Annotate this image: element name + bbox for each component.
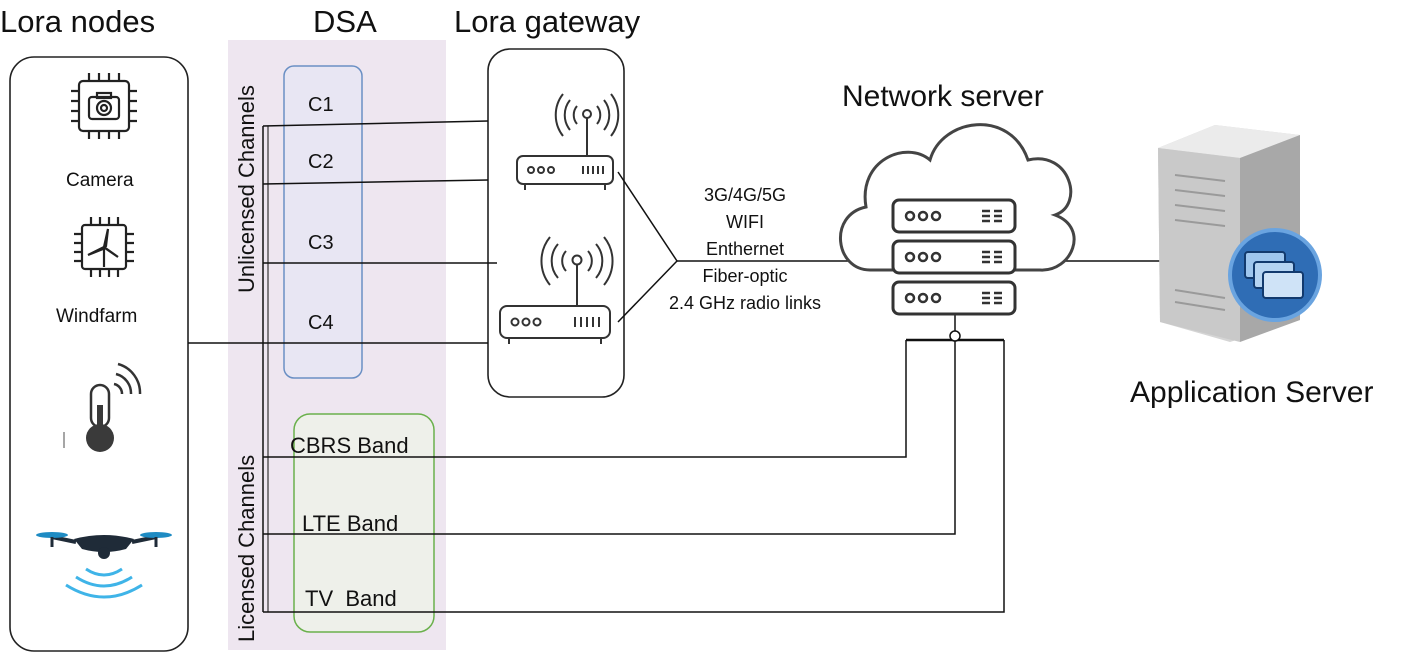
gw1-fan-line: [617, 171, 678, 262]
link-type-radio: 2.4 GHz radio links: [668, 293, 822, 313]
band-lte: LTE Band: [302, 511, 399, 536]
server-rack-icon: [891, 198, 1017, 316]
c2-link: [262, 179, 489, 185]
c1-link: [262, 120, 489, 127]
tv-link: [263, 340, 1005, 613]
thermometer-sensor-icon: [63, 362, 142, 452]
band-cbrs: CBRS Band: [290, 433, 409, 458]
lora-gateway-title: Lora gateway: [454, 4, 641, 39]
link-type-fiber: Fiber-optic: [702, 266, 788, 286]
unlicensed-channel-box: [283, 65, 363, 379]
junction-dot: [949, 330, 961, 342]
cbrs-link: [263, 340, 907, 458]
band-tv: TV Band: [305, 586, 397, 611]
licensed-band-box: [293, 413, 435, 633]
channel-c4: C4: [308, 312, 334, 334]
unlicensed-channels-label: Unlicensed Channels: [234, 85, 259, 293]
link-type-ethernet: Enthernet: [705, 239, 785, 259]
channel-c2: C2: [308, 151, 334, 173]
wind-turbine-chip-icon: [74, 217, 134, 277]
network-server-title: Network server: [842, 80, 1044, 113]
lte-link: [263, 335, 956, 535]
link-types-label: 3G/4G/5G WIFI Enthernet Fiber-optic 2.4 …: [640, 182, 850, 317]
dsa-title: DSA: [313, 4, 377, 39]
link-type-wifi: WIFI: [726, 212, 764, 232]
node-label-windfarm: Windfarm: [56, 306, 138, 327]
lora-nodes-title: Lora nodes: [0, 4, 156, 39]
lora-gateway-box: [487, 48, 625, 398]
gateway-router-icon-2: [499, 236, 614, 344]
drone-icon: [36, 532, 172, 599]
application-server-title: Application Server: [1130, 376, 1374, 409]
node-label-camera: Camera: [66, 170, 134, 191]
application-server-icon: [1158, 125, 1322, 342]
licensed-channels-label: Licensed Channels: [234, 454, 259, 642]
lora-nodes-box: [9, 56, 189, 652]
channel-c3: C3: [308, 232, 334, 254]
link-type-cellular: 3G/4G/5G: [703, 185, 787, 205]
gateway-router-icon-1: [516, 93, 620, 190]
camera-chip-icon: [71, 73, 137, 139]
cloud-icon: [839, 123, 1076, 272]
gw2-fan-line: [617, 260, 678, 323]
channel-c1: C1: [308, 94, 334, 116]
